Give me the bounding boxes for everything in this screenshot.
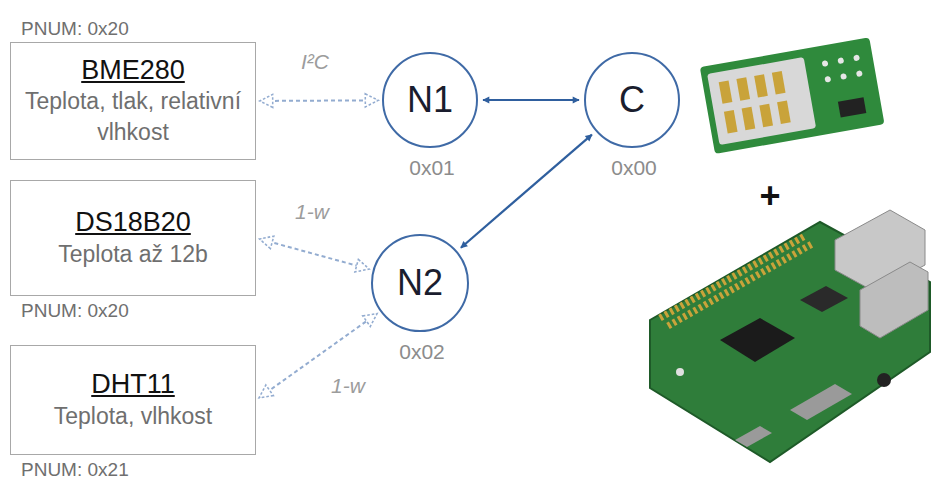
sensor-box: DS18B20Teplota až 12bPNUM: 0x20	[10, 180, 256, 296]
node-name: C	[619, 79, 645, 121]
bus-link	[261, 239, 368, 268]
bus-link	[260, 314, 376, 397]
bus-label: 1-w	[328, 374, 368, 398]
node-name: N2	[397, 262, 443, 304]
node-circle: N20x02	[371, 234, 469, 332]
node-address: 0x01	[409, 156, 455, 180]
sensor-description: Teplota, vlhkost	[54, 401, 213, 432]
card-reader-picture	[700, 37, 885, 154]
radio-link	[483, 99, 579, 101]
sensor-box: PNUM: 0x20BME280Teplota, tlak, relativní…	[10, 42, 256, 160]
sensor-description: Teplota až 12b	[58, 239, 208, 270]
node-circle: C0x00	[584, 52, 680, 148]
bus-label: I²C	[298, 50, 332, 74]
sensor-description: Teplota, tlak, relativní vlhkost	[19, 86, 247, 148]
pnum-label: PNUM: 0x21	[21, 459, 129, 481]
pnum-label: PNUM: 0x20	[21, 18, 129, 40]
node-circle: N10x01	[382, 52, 478, 148]
node-address: 0x00	[611, 156, 657, 180]
sensor-name: DS18B20	[75, 206, 191, 238]
raspberry-pi-picture	[650, 210, 930, 462]
radio-link	[461, 135, 592, 248]
bus-link	[261, 99, 377, 102]
node-name: N1	[407, 79, 453, 121]
plus-sign: +	[759, 175, 780, 217]
node-address: 0x02	[399, 340, 445, 364]
sensor-name: DHT11	[91, 368, 175, 400]
sensor-box: DHT11Teplota, vlhkostPNUM: 0x21	[10, 345, 256, 455]
sensor-name: BME280	[81, 54, 185, 86]
bus-label: 1-w	[292, 200, 332, 224]
pnum-label: PNUM: 0x20	[21, 300, 129, 322]
